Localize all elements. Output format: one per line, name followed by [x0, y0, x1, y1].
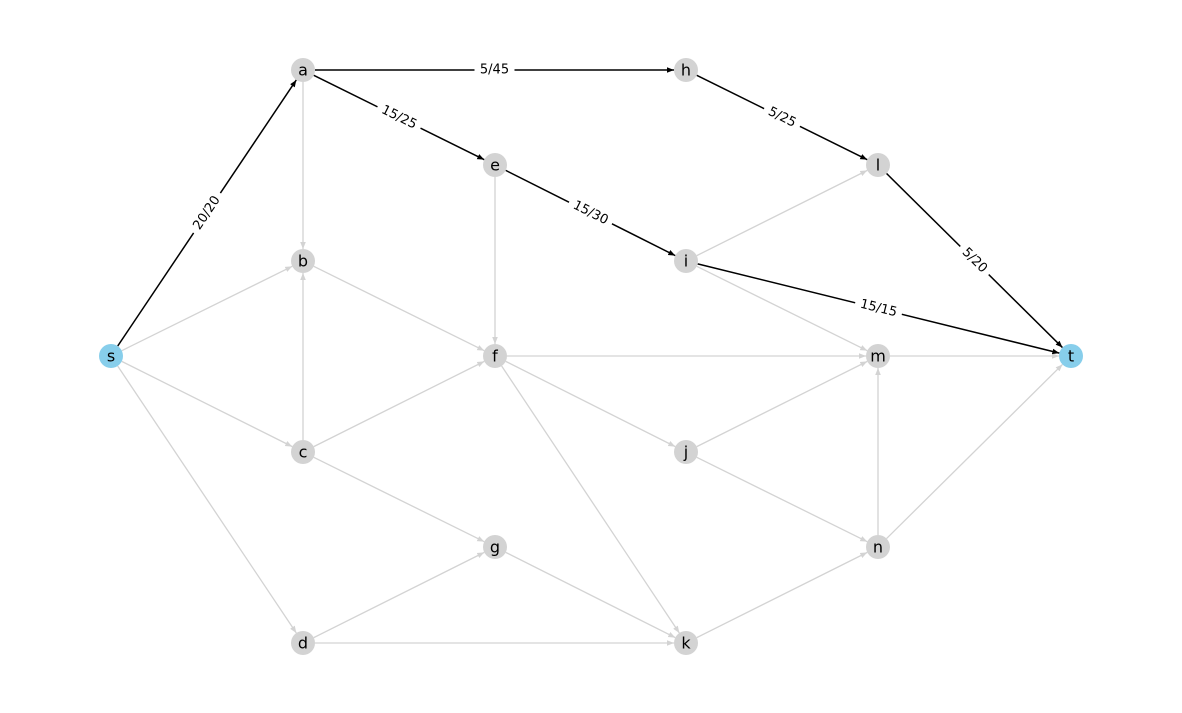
node-circle-k — [674, 631, 698, 655]
edge-i-l — [696, 169, 868, 257]
node-circle-h — [674, 58, 698, 82]
edge-c-g — [313, 456, 485, 543]
node-circle-n — [866, 535, 890, 559]
nodes-layer: s a b c d e f g h i j k l m n t — [99, 58, 1083, 655]
edge-label-text: 15/25 — [379, 102, 419, 132]
node-label-k: k — [681, 634, 691, 653]
node-label-l: l — [876, 156, 880, 175]
edge-label-e-i: 15/30 — [565, 194, 616, 232]
node-h: h — [674, 58, 698, 82]
node-j: j — [674, 440, 698, 464]
node-circle-g — [483, 535, 507, 559]
edge-label-background — [474, 61, 515, 79]
edge-label-a-e: 15/25 — [373, 98, 425, 137]
edge-f-k — [501, 365, 680, 634]
node-l: l — [866, 153, 890, 177]
edge-g-k — [505, 551, 676, 639]
edge-k-n — [696, 551, 868, 639]
node-label-a: a — [298, 61, 308, 80]
node-d: d — [291, 631, 315, 655]
node-label-s: s — [107, 347, 115, 366]
node-circle-t — [1059, 344, 1083, 368]
node-label-d: d — [298, 634, 308, 653]
edge-d-g — [313, 551, 485, 639]
edge-label-background — [186, 188, 228, 238]
edge-label-i-t: 15/15 — [853, 294, 904, 323]
node-k: k — [674, 631, 698, 655]
node-b: b — [291, 249, 315, 273]
node-circle-i — [674, 249, 698, 273]
edge-i-m — [696, 265, 868, 352]
node-s: s — [99, 344, 123, 368]
edge-label-background — [760, 100, 804, 135]
edge-label-h-l: 5/25 — [760, 100, 804, 135]
node-circle-l — [866, 153, 890, 177]
edge-label-a-h: 5/45 — [474, 61, 515, 79]
node-label-t: t — [1068, 347, 1074, 366]
edge-label-text: 15/30 — [570, 198, 610, 228]
node-label-b: b — [298, 252, 308, 271]
edge-s-c — [121, 360, 293, 448]
node-t: t — [1059, 344, 1083, 368]
node-label-h: h — [681, 61, 691, 80]
node-circle-d — [291, 631, 315, 655]
edge-s-d — [117, 365, 297, 634]
node-circle-b — [291, 249, 315, 273]
node-label-g: g — [490, 538, 500, 557]
node-i: i — [674, 249, 698, 273]
edge-label-s-a: 20/20 — [186, 188, 228, 238]
edge-label-background — [373, 98, 425, 137]
node-n: n — [866, 535, 890, 559]
node-circle-s — [99, 344, 123, 368]
node-label-f: f — [492, 347, 498, 366]
node-circle-m — [866, 344, 890, 368]
edge-f-j — [505, 360, 676, 448]
edge-label-background — [565, 194, 616, 232]
edge-b-f — [313, 265, 485, 352]
node-a: a — [291, 58, 315, 82]
edge-c-f — [313, 360, 485, 448]
node-label-e: e — [490, 156, 500, 175]
node-label-c: c — [299, 443, 308, 462]
node-label-m: m — [870, 347, 886, 366]
node-m: m — [866, 344, 890, 368]
node-e: e — [483, 153, 507, 177]
node-circle-c — [291, 440, 315, 464]
node-circle-f — [483, 344, 507, 368]
node-g: g — [483, 535, 507, 559]
node-label-n: n — [873, 538, 883, 557]
node-circle-j — [674, 440, 698, 464]
edge-s-b — [121, 265, 293, 352]
node-label-i: i — [684, 252, 688, 271]
edges-layer — [117, 67, 1063, 646]
edge-j-m — [696, 360, 868, 448]
node-c: c — [291, 440, 315, 464]
edge-label-text: 5/45 — [480, 63, 509, 78]
node-circle-a — [291, 58, 315, 82]
edge-n-t — [886, 363, 1063, 540]
node-label-j: j — [683, 443, 688, 462]
edge-label-background — [953, 240, 996, 281]
edge-j-n — [696, 456, 868, 543]
node-f: f — [483, 344, 507, 368]
node-circle-e — [483, 153, 507, 177]
edge-label-background — [853, 294, 904, 323]
